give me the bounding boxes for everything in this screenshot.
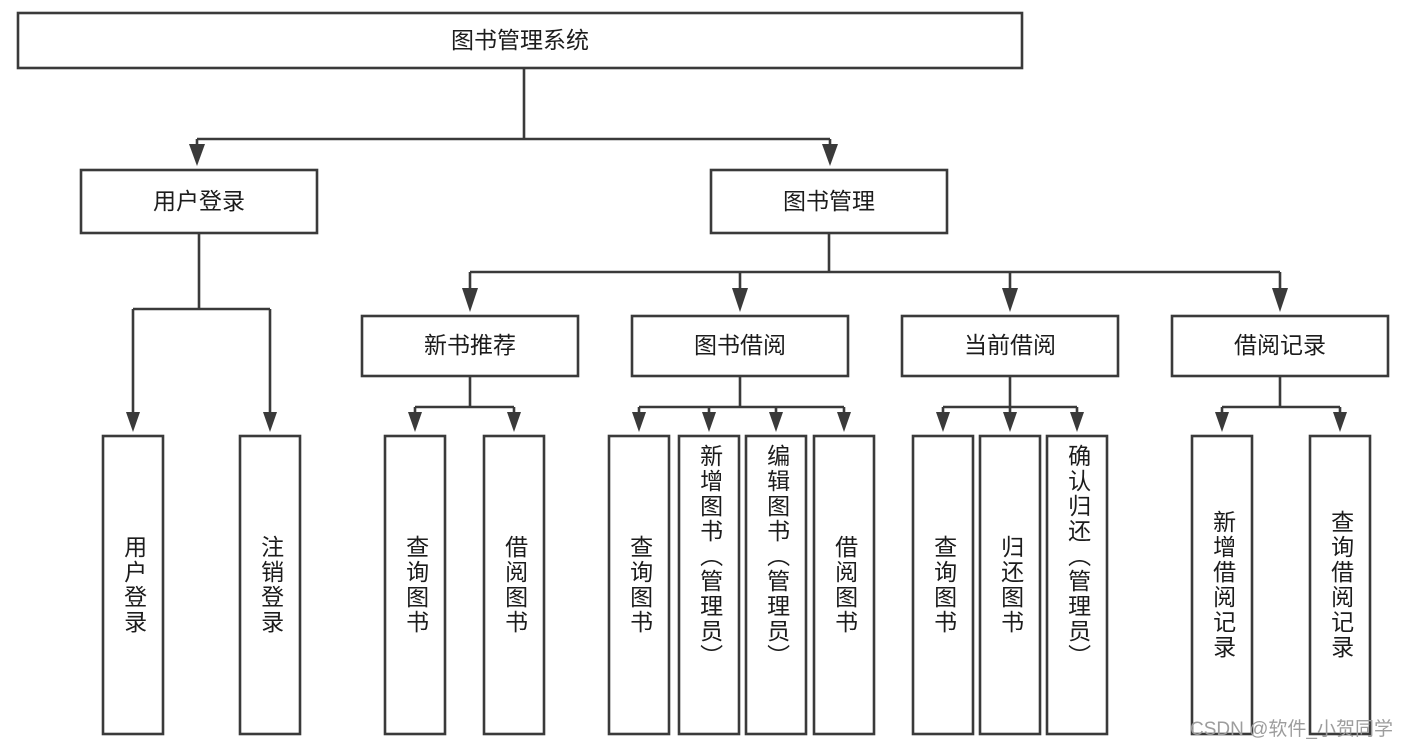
node-leaf-query-book-2-box[interactable] xyxy=(607,434,671,736)
node-root[interactable]: 图书管理系统 xyxy=(16,11,1024,70)
node-book-management-label: 图书管理 xyxy=(783,188,875,214)
arrowhead-book-management xyxy=(822,144,838,166)
node-user-login[interactable]: 用户登录 xyxy=(79,168,319,235)
node-leaf-logout-box[interactable] xyxy=(238,434,302,736)
connector-new-book-recommend-bus xyxy=(413,377,516,424)
node-book-borrow[interactable]: 图书借阅 xyxy=(630,314,850,378)
node-book-management-box[interactable] xyxy=(709,168,949,235)
arrowhead-leaf-return-book xyxy=(1003,412,1017,432)
node-book-borrow-box[interactable] xyxy=(630,314,850,378)
node-leaf-return-book-box[interactable] xyxy=(978,434,1042,736)
arrowhead-leaf-borrow-book-1 xyxy=(507,412,521,432)
arrowhead-leaf-user-login xyxy=(126,412,140,432)
connector-book-borrow-bus xyxy=(637,377,846,424)
arrowhead-leaf-query-book-3 xyxy=(936,412,950,432)
arrowhead-new-book-recommend xyxy=(462,288,478,312)
node-book-borrow-label: 图书借阅 xyxy=(694,332,786,358)
connector-book-management-bus xyxy=(468,234,1282,304)
arrowhead-leaf-logout xyxy=(263,412,277,432)
node-new-book-recommend[interactable]: 新书推荐 xyxy=(360,314,580,378)
node-leaf-query-book-3-box[interactable] xyxy=(911,434,975,736)
node-new-book-recommend-box[interactable] xyxy=(360,314,580,378)
connector-root-bus xyxy=(195,69,832,160)
arrowhead-leaf-add-book xyxy=(702,412,716,432)
arrowhead-leaf-edit-book xyxy=(769,412,783,432)
node-current-borrow-box[interactable] xyxy=(900,314,1120,378)
node-leaf-edit-book-box[interactable] xyxy=(744,434,808,736)
connector-user-login-bus xyxy=(131,234,272,424)
node-new-book-recommend-label: 新书推荐 xyxy=(424,332,516,358)
arrowhead-book-borrow xyxy=(732,288,748,312)
node-user-login-box[interactable] xyxy=(79,168,319,235)
arrowhead-leaf-confirm-return xyxy=(1070,412,1084,432)
arrowhead-current-borrow xyxy=(1002,288,1018,312)
node-borrow-record-box[interactable] xyxy=(1170,314,1390,378)
node-user-login-label: 用户登录 xyxy=(153,188,245,214)
node-leaf-add-record-box[interactable] xyxy=(1190,434,1254,736)
arrowhead-leaf-add-record xyxy=(1215,412,1229,432)
node-leaf-add-book-box[interactable] xyxy=(677,434,741,736)
node-leaf-query-book-1-box[interactable] xyxy=(383,434,447,736)
node-leaf-borrow-book-1-box[interactable] xyxy=(482,434,546,736)
node-leaf-query-record-box[interactable] xyxy=(1308,434,1372,736)
node-leaf-user-login-box[interactable] xyxy=(101,434,165,736)
arrowhead-group xyxy=(126,144,1347,432)
arrowhead-leaf-borrow-book-2 xyxy=(837,412,851,432)
node-borrow-record[interactable]: 借阅记录 xyxy=(1170,314,1390,378)
node-current-borrow[interactable]: 当前借阅 xyxy=(900,314,1120,378)
arrowhead-borrow-record xyxy=(1272,288,1288,312)
arrowhead-leaf-query-record xyxy=(1333,412,1347,432)
node-current-borrow-label: 当前借阅 xyxy=(964,332,1056,358)
node-leaf-confirm-return-box[interactable] xyxy=(1045,434,1109,736)
arrowhead-leaf-query-book-1 xyxy=(408,412,422,432)
leaf-box-group xyxy=(101,434,1372,736)
arrowhead-user-login xyxy=(189,144,205,166)
node-borrow-record-label: 借阅记录 xyxy=(1234,332,1326,358)
connector-borrow-record-bus xyxy=(1220,377,1342,424)
watermark-text: CSDN @软件_小贺同学 xyxy=(1190,719,1393,740)
node-book-management[interactable]: 图书管理 xyxy=(709,168,949,235)
node-root-label: 图书管理系统 xyxy=(451,27,589,53)
node-root-box[interactable] xyxy=(16,11,1024,70)
arrowhead-leaf-query-book-2 xyxy=(632,412,646,432)
node-leaf-borrow-book-2-box[interactable] xyxy=(812,434,876,736)
